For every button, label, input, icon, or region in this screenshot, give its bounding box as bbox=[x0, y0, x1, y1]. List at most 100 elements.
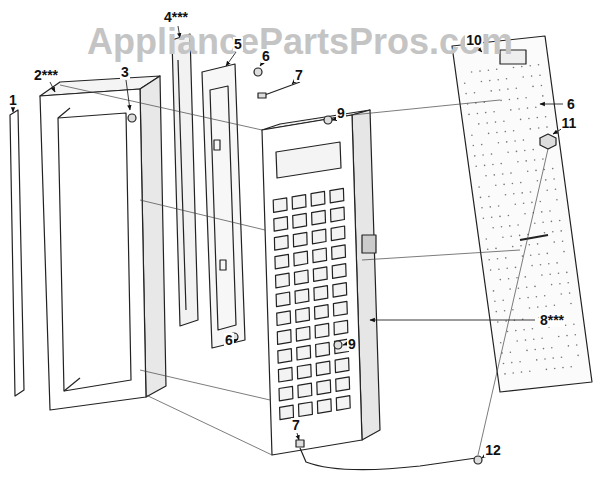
keypad-key bbox=[293, 213, 307, 228]
board-component bbox=[512, 309, 514, 311]
board-component bbox=[530, 191, 532, 193]
callout-number: 8*** bbox=[539, 313, 565, 327]
board-component bbox=[563, 251, 565, 253]
board-component bbox=[495, 185, 497, 187]
board-component bbox=[560, 230, 562, 232]
board-component bbox=[527, 297, 529, 299]
board-component bbox=[509, 99, 511, 101]
wire-connector bbox=[296, 440, 304, 447]
board-component bbox=[478, 186, 480, 188]
board-component bbox=[549, 210, 551, 212]
board-component bbox=[521, 371, 523, 373]
board-component bbox=[500, 342, 502, 344]
callout-number: 6 bbox=[261, 49, 271, 63]
board-component bbox=[576, 344, 578, 346]
board-component bbox=[534, 159, 536, 161]
board-component bbox=[520, 245, 522, 247]
ribbon-cable bbox=[362, 235, 376, 253]
board-component bbox=[490, 206, 492, 208]
board-component bbox=[486, 238, 488, 240]
keypad-key bbox=[313, 248, 327, 263]
board-component bbox=[534, 349, 536, 351]
board-cable bbox=[520, 235, 548, 240]
callout-number: 9 bbox=[336, 106, 346, 120]
keypad-key bbox=[330, 188, 344, 203]
board-component bbox=[465, 93, 467, 95]
board-component bbox=[553, 178, 555, 180]
board-component bbox=[471, 134, 473, 136]
callout-number: 7 bbox=[291, 418, 301, 432]
board-component bbox=[493, 290, 495, 292]
board-component bbox=[464, 83, 466, 85]
board-component bbox=[489, 80, 491, 82]
board-component bbox=[498, 268, 500, 270]
board-component bbox=[502, 300, 504, 302]
board-component bbox=[502, 173, 504, 175]
keypad-key bbox=[278, 349, 292, 364]
board-component bbox=[490, 90, 492, 92]
board-component bbox=[558, 273, 560, 275]
board-component bbox=[566, 335, 568, 337]
keypad-key bbox=[279, 386, 293, 401]
board-component bbox=[544, 358, 546, 360]
board-component bbox=[553, 241, 555, 243]
board-component bbox=[483, 217, 485, 219]
board-component bbox=[519, 298, 521, 300]
board-component bbox=[487, 249, 489, 251]
board-component bbox=[546, 369, 548, 371]
keypad-key bbox=[294, 251, 308, 266]
board-component bbox=[567, 282, 569, 284]
board-component bbox=[552, 231, 554, 233]
board-component bbox=[540, 201, 542, 203]
board-component bbox=[518, 108, 520, 110]
board-component bbox=[507, 88, 509, 90]
board-component bbox=[515, 203, 517, 205]
board-component bbox=[484, 165, 486, 167]
board-component bbox=[495, 248, 497, 250]
board-component bbox=[503, 120, 505, 122]
board-component bbox=[527, 171, 529, 173]
board-component bbox=[531, 202, 533, 204]
board-component bbox=[544, 295, 546, 297]
keypad-key bbox=[293, 232, 307, 247]
board-component bbox=[536, 296, 538, 298]
board-component bbox=[516, 87, 518, 89]
keypad-key bbox=[334, 320, 348, 335]
board-component bbox=[522, 255, 524, 257]
board-component bbox=[506, 78, 508, 80]
board-component bbox=[499, 89, 501, 91]
board-component bbox=[525, 97, 527, 99]
callout-number: 6 bbox=[566, 97, 576, 111]
board-component bbox=[522, 76, 524, 78]
keypad-key bbox=[296, 327, 310, 342]
board-component bbox=[529, 370, 531, 372]
board-component bbox=[515, 330, 517, 332]
board-component bbox=[517, 224, 519, 226]
board-component bbox=[485, 112, 487, 114]
bracket-inner bbox=[210, 86, 236, 330]
board-component bbox=[505, 131, 507, 133]
board-component bbox=[530, 254, 532, 256]
board-component bbox=[554, 368, 556, 370]
board-component bbox=[503, 363, 505, 365]
callout-number: 9 bbox=[347, 337, 357, 351]
board-component bbox=[529, 244, 531, 246]
board-component bbox=[475, 166, 477, 168]
board-component bbox=[541, 85, 543, 87]
board-component bbox=[504, 373, 506, 375]
board-component bbox=[505, 257, 507, 259]
board-component bbox=[510, 109, 512, 111]
board-component bbox=[497, 258, 499, 260]
callout-number: 12 bbox=[484, 443, 502, 457]
board-component bbox=[551, 347, 553, 349]
board-component bbox=[516, 277, 518, 279]
board-component bbox=[541, 274, 543, 276]
board-component bbox=[543, 348, 545, 350]
board-component bbox=[494, 300, 496, 302]
board-component bbox=[552, 357, 554, 359]
keypad-key bbox=[277, 311, 291, 326]
board-component bbox=[537, 180, 539, 182]
keypad-key bbox=[295, 289, 309, 304]
callout-number: 11 bbox=[561, 116, 578, 130]
keypad-key bbox=[315, 305, 329, 320]
